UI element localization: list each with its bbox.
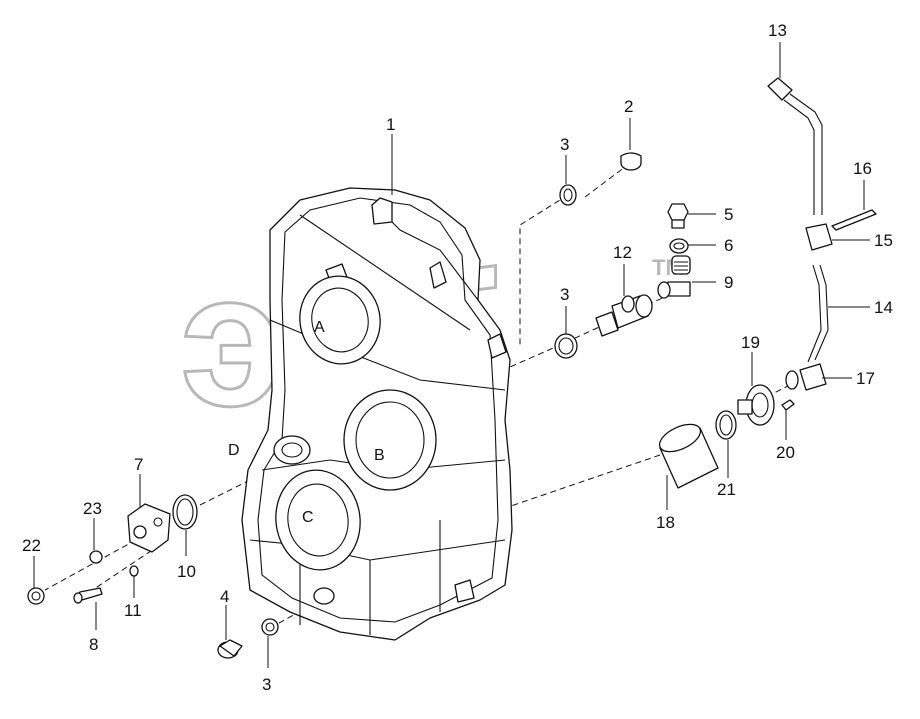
port-letter-c: C xyxy=(302,509,314,526)
washer-6 xyxy=(669,238,689,254)
filter-head-19 xyxy=(737,384,775,426)
callout-3-lower: 3 xyxy=(262,675,271,694)
port-letter-a: A xyxy=(314,319,325,336)
block-7 xyxy=(127,503,171,553)
callout-19: 19 xyxy=(741,333,760,352)
bolt-8 xyxy=(73,587,103,604)
callout-3-upper: 3 xyxy=(560,135,569,154)
callout-10: 10 xyxy=(177,562,196,581)
callout-6: 6 xyxy=(724,236,733,255)
callout-15: 15 xyxy=(874,231,893,250)
pipe-14 xyxy=(814,264,829,361)
bolt-16 xyxy=(831,209,877,231)
pipe-13 xyxy=(767,77,823,215)
seal-ring-3-lower xyxy=(261,618,279,636)
screw-20 xyxy=(781,399,795,411)
plug-4 xyxy=(217,639,243,659)
callout-7: 7 xyxy=(134,455,143,474)
callout-4: 4 xyxy=(220,587,229,606)
callout-11: 11 xyxy=(124,601,142,620)
o-ring-21 xyxy=(715,410,737,440)
elbow-9 xyxy=(657,255,691,299)
callout-23: 23 xyxy=(83,499,102,518)
callout-12: 12 xyxy=(613,243,632,262)
seal-ring-3-upper xyxy=(559,184,577,206)
callout-2: 2 xyxy=(624,97,633,116)
callout-20: 20 xyxy=(776,443,795,462)
gearbox-housing xyxy=(241,187,513,641)
callout-9: 9 xyxy=(724,273,733,292)
small-parts xyxy=(27,77,877,659)
clamp-15 xyxy=(805,223,833,251)
callout-1: 1 xyxy=(386,115,395,134)
filter-18 xyxy=(658,423,719,489)
callout-21: 21 xyxy=(717,480,736,499)
callouts: 1 2 3 3 3 4 5 6 7 8 9 10 11 12 13 14 15 … xyxy=(22,21,893,694)
callout-8: 8 xyxy=(89,635,98,654)
plug-2 xyxy=(620,152,642,171)
callout-13: 13 xyxy=(768,21,787,40)
port-letter-b: B xyxy=(374,447,385,464)
leader-lines xyxy=(33,42,870,668)
callout-22: 22 xyxy=(22,536,41,555)
tee-17 xyxy=(785,363,827,391)
callout-5: 5 xyxy=(724,205,733,224)
cap-22 xyxy=(27,587,45,605)
port-letter-d: D xyxy=(228,442,240,459)
washer-23 xyxy=(89,550,103,564)
washer-11 xyxy=(129,565,139,577)
callout-16: 16 xyxy=(853,159,872,178)
port-letters: A B C D xyxy=(228,319,385,526)
callout-14: 14 xyxy=(874,298,893,317)
plug-5 xyxy=(667,203,689,229)
callout-17: 17 xyxy=(856,369,875,388)
fitting-12 xyxy=(595,294,653,337)
callout-3-mid: 3 xyxy=(560,285,569,304)
callout-18: 18 xyxy=(656,513,675,532)
